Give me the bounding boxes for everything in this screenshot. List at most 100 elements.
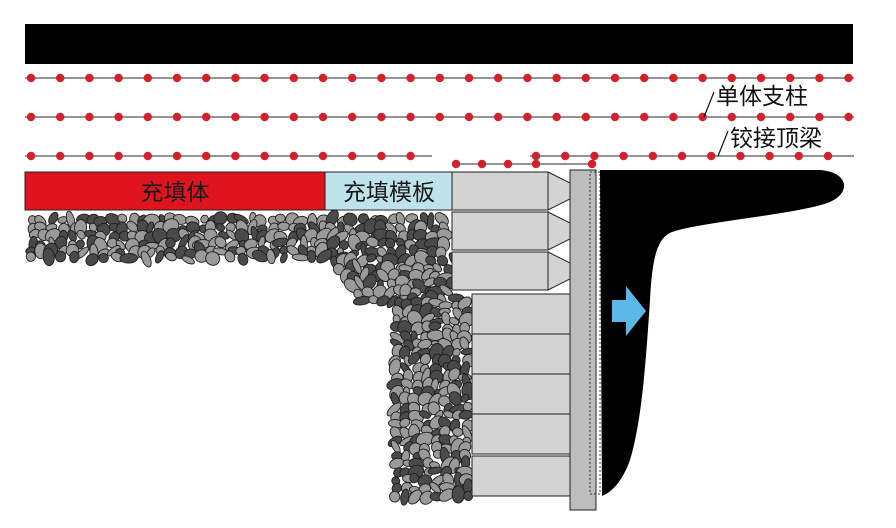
support-column-dot [677, 151, 687, 161]
support-column-dot [260, 151, 269, 161]
support-column-dot [348, 73, 357, 83]
support-column-dot [289, 112, 298, 122]
hydraulic-support-head [547, 171, 573, 211]
support-column-dot [815, 73, 824, 83]
support-column-dot [143, 112, 152, 122]
support-column-dot [610, 73, 620, 83]
support-column-dot [610, 112, 620, 122]
support-column-dot [581, 73, 590, 83]
support-column-dot [756, 112, 766, 122]
gangue-stone [418, 410, 431, 419]
support-column-dot [823, 151, 833, 161]
gangue-stone [366, 253, 377, 263]
support-column-dot [552, 73, 561, 83]
support-column-dot [669, 73, 678, 83]
gangue-stone [436, 255, 449, 267]
support-column-dot [231, 151, 240, 161]
support-column-dot [143, 151, 152, 161]
gangue-stone [451, 485, 465, 504]
support-column-dot [406, 73, 415, 83]
hinged-beam-dot [531, 159, 541, 169]
support-column-dot [143, 73, 152, 83]
hydraulic-support-unit [471, 293, 571, 335]
support-column-dot [318, 112, 328, 122]
support-column-dot [736, 151, 745, 161]
support-column-dot [202, 73, 211, 83]
support-column-dot [765, 151, 774, 161]
support-column-dot [494, 73, 503, 83]
support-column-dot [231, 73, 240, 83]
support-column-dot [348, 112, 357, 122]
gangue-stone [237, 252, 249, 266]
face-column-body [569, 169, 597, 511]
gangue-stone [140, 250, 152, 268]
gangue-stone [407, 352, 421, 365]
support-column-dot [260, 73, 269, 83]
hydraulic-support-head [547, 211, 573, 251]
coal-body [600, 170, 845, 496]
support-column-dot [640, 73, 649, 83]
hinged-beam-dot [503, 159, 513, 169]
gangue-stone [460, 393, 470, 403]
hydraulic-support-unit [451, 211, 549, 251]
support-column-dot [815, 112, 824, 122]
hinged-roof-beam [451, 156, 597, 169]
support-column-dot [561, 151, 570, 161]
support-column-dot [794, 151, 803, 161]
support-column-dot [590, 151, 599, 161]
gangue-stone [205, 251, 221, 266]
right-arrow-icon [612, 286, 646, 336]
hydraulic-support-head [547, 251, 573, 291]
support-column-dot [756, 73, 766, 83]
gangue-stone [409, 472, 420, 484]
support-column-label: 单体支柱 [716, 84, 808, 110]
support-column-dot [844, 112, 853, 122]
gangue-stone [448, 317, 460, 326]
gangue-stone [215, 223, 226, 232]
hinged-beam-dot [587, 159, 597, 169]
face-column-chain [589, 171, 601, 495]
support-column-dot [844, 73, 853, 83]
hinged-beam-dot [477, 159, 487, 169]
gangue-stone [214, 236, 227, 249]
support-column-dot [406, 112, 415, 122]
support-column-dot [56, 112, 65, 122]
gangue-stone [42, 247, 55, 267]
support-column-dot [26, 112, 36, 122]
support-column-dot [202, 151, 211, 161]
support-column-dot [289, 73, 298, 83]
gangue-stone [399, 417, 411, 428]
support-column-dot [494, 112, 503, 122]
gangue-stone [181, 255, 195, 265]
support-column-dot [377, 73, 386, 83]
gangue-stone [280, 252, 288, 264]
gangue-stone [85, 253, 99, 267]
support-column-dot [318, 151, 328, 161]
support-column-dot [26, 151, 36, 161]
hinged-beam-dot [451, 159, 461, 169]
hydraulic-support-unit [451, 171, 549, 211]
support-rows [25, 73, 854, 161]
support-column-dot [786, 112, 795, 122]
fill-formwork-label: 充填模板 [343, 180, 435, 206]
support-column-dot [85, 112, 94, 122]
gangue-stone [154, 250, 165, 264]
hydraulic-support-unit [471, 413, 571, 455]
support-column-dot [464, 112, 474, 122]
support-column-dot [581, 112, 590, 122]
gangue-stone [266, 249, 276, 265]
gangue-stone [225, 222, 236, 233]
hydraulic-support-unit [471, 333, 571, 375]
support-column-dot [727, 73, 736, 83]
support-column-dot [464, 73, 474, 83]
support-column-leader [703, 91, 715, 118]
gangue-stone [213, 211, 228, 225]
support-column-dot [377, 112, 386, 122]
gangue-stone [306, 249, 317, 263]
support-column-dot [26, 73, 36, 83]
support-column-dot [289, 151, 298, 161]
gangue-stone [316, 249, 333, 264]
support-column-dot [435, 112, 444, 122]
gangue-stone [389, 490, 401, 503]
gangue-pile [25, 209, 477, 506]
